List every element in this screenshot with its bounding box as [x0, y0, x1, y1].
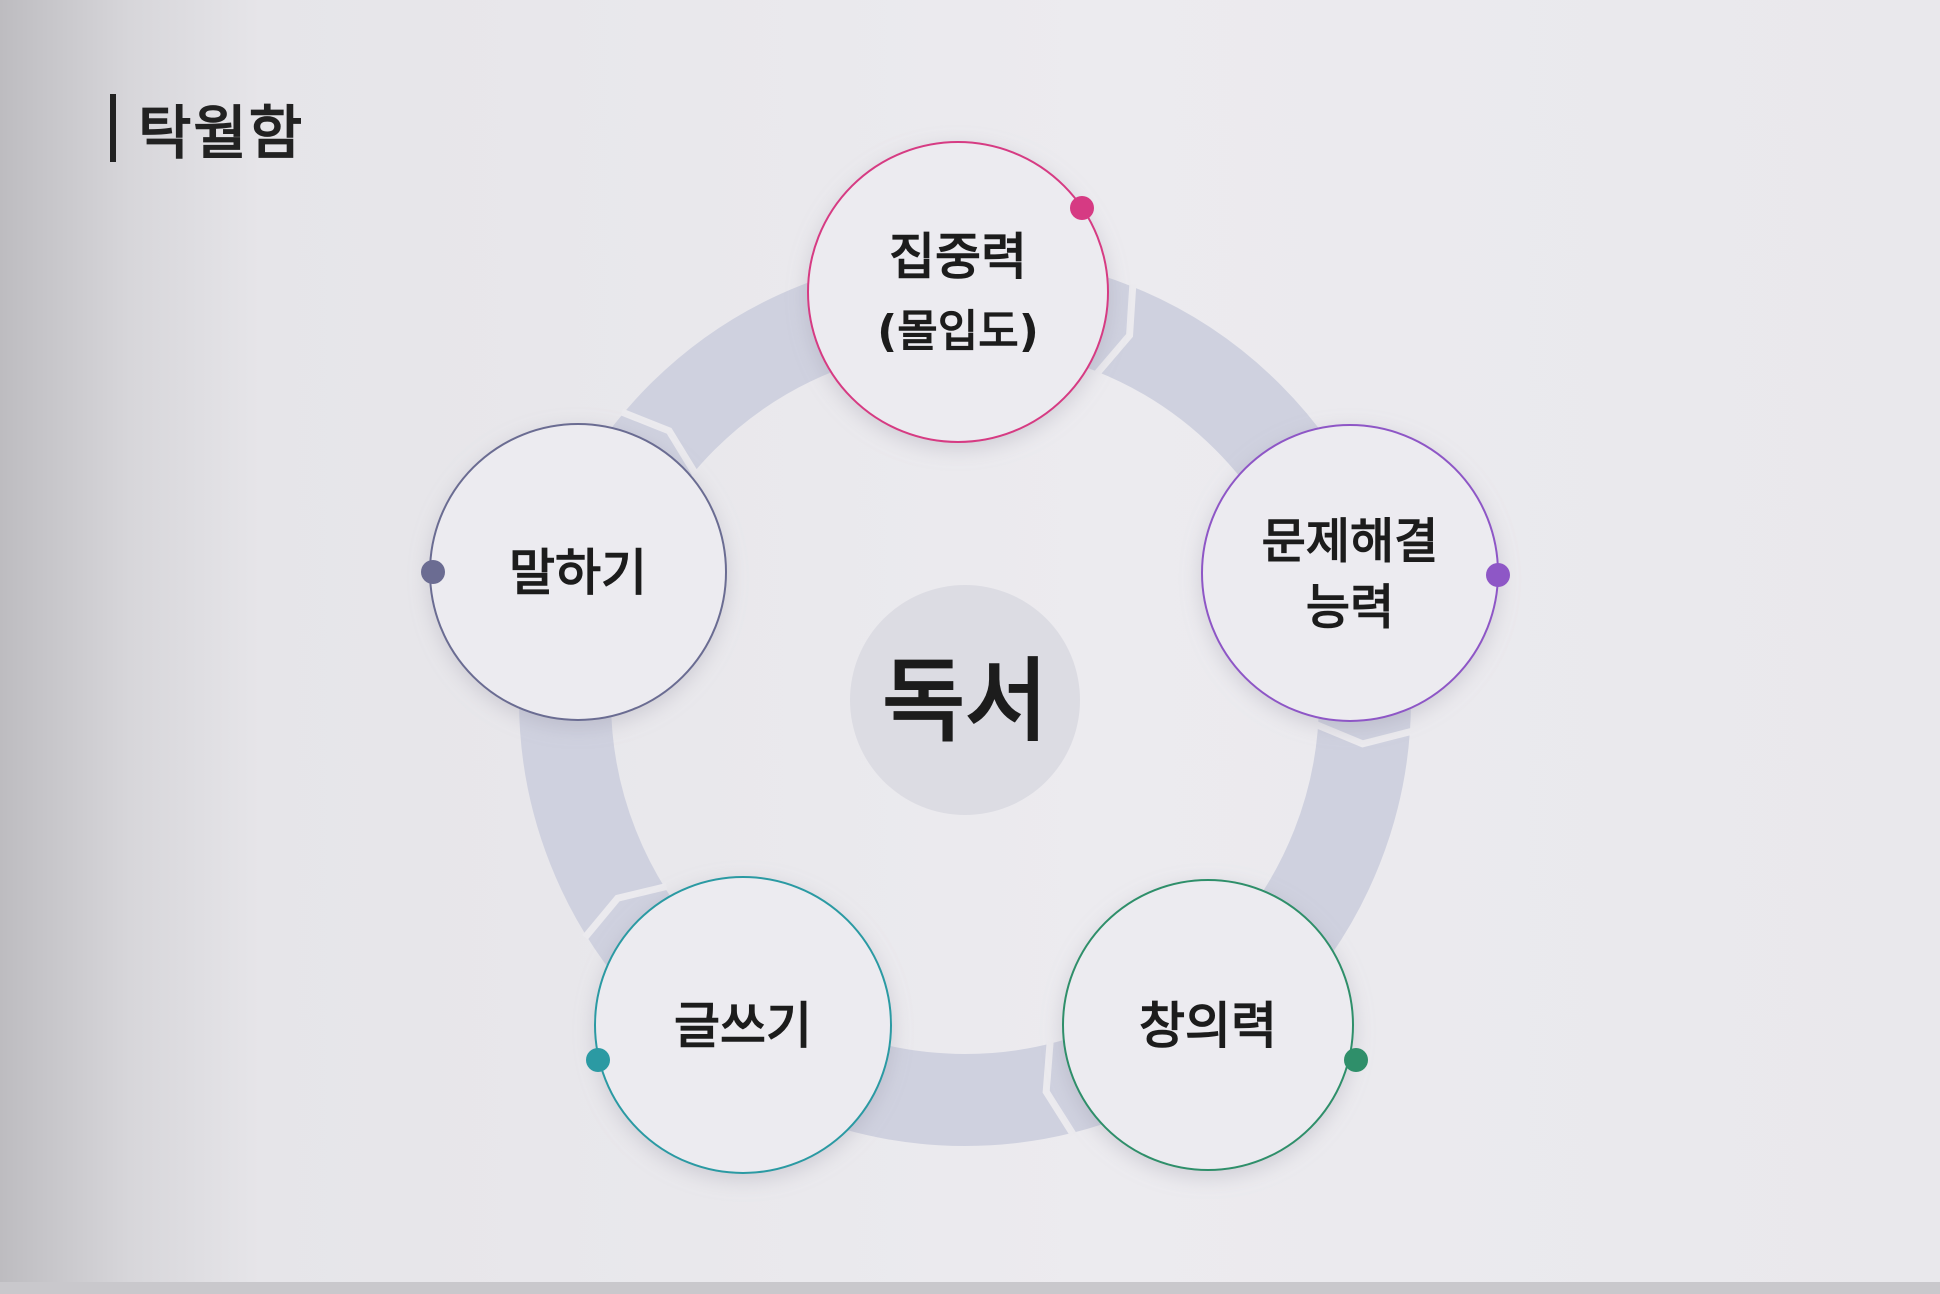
node-label: 말하기: [509, 544, 647, 602]
node-writing: 글쓰기: [586, 876, 892, 1174]
node-circle: [594, 876, 892, 1174]
node-concentration: 집중력 (몰입도): [807, 141, 1109, 443]
node-circle: [1201, 424, 1499, 722]
node-creativity: 창의력: [1062, 879, 1368, 1171]
node-label: (몰입도): [877, 306, 1039, 357]
ring-separator: [620, 408, 699, 476]
ring-separator: [1094, 284, 1137, 376]
center-node: 독서: [850, 585, 1080, 815]
node-accent-dot: [421, 560, 445, 584]
node-accent-dot: [1486, 563, 1510, 587]
header-bar: [110, 94, 116, 162]
node-label: 글쓰기: [674, 997, 812, 1055]
node-accent-dot: [1070, 196, 1094, 220]
node-accent-dot: [586, 1048, 610, 1072]
page-edge: [0, 1282, 1940, 1294]
section-title: 탁월함: [138, 99, 305, 167]
node-circle: [1062, 879, 1354, 1171]
node-label: 집중력: [889, 228, 1027, 286]
center-label: 독서: [882, 649, 1048, 754]
ring-separator: [1314, 721, 1413, 748]
node-accent-dot: [1344, 1048, 1368, 1072]
ring-separator: [1042, 1041, 1077, 1137]
ring-separator: [582, 883, 668, 940]
node-label: 능력: [1306, 579, 1394, 635]
node-speaking: 말하기: [421, 423, 727, 721]
section-header: 탁월함: [110, 86, 304, 170]
node-circle: [807, 141, 1109, 443]
node-label: 문제해결: [1262, 513, 1439, 569]
node-label: 창의력: [1139, 997, 1277, 1055]
